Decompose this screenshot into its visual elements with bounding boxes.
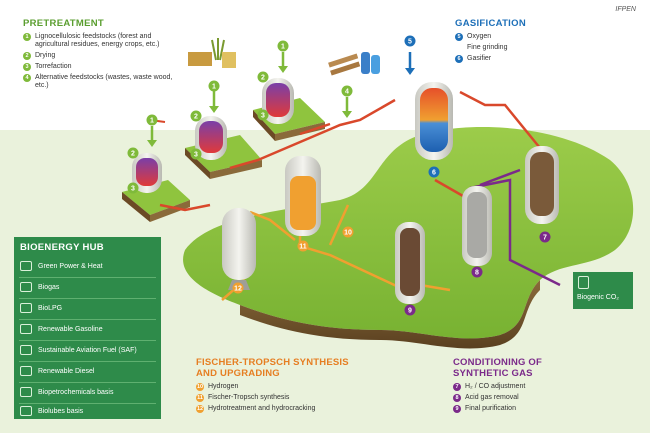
fischer-tropsch-legend: FISCHER-TROPSCH SYNTHESIS AND UPGRADING …	[196, 357, 376, 416]
power-icon	[20, 261, 32, 271]
svg-text:2: 2	[194, 114, 198, 121]
acid-gas-removal-vessel	[462, 186, 492, 266]
bioenergy-hub-panel: BIOENERGY HUB Green Power & Heat Biogas …	[14, 237, 161, 419]
dryer-torrefier-2	[195, 116, 227, 160]
marker-1a: 1	[146, 114, 158, 126]
hub-item-diesel: Renewable Diesel	[20, 363, 94, 379]
svg-text:5: 5	[408, 39, 412, 46]
marker-1b: 1	[208, 80, 220, 92]
truck-icon	[20, 366, 32, 376]
hub-item-gasoline: Renewable Gasoline	[20, 321, 103, 337]
svg-text:1: 1	[150, 118, 154, 125]
marker-1c: 1	[277, 40, 289, 52]
marker-5: 5	[404, 35, 416, 47]
dryer-torrefier-1	[132, 153, 162, 193]
hub-item-green-power: Green Power & Heat	[20, 258, 103, 274]
marker-2b: 2	[190, 110, 202, 122]
ft-title-line2: AND UPGRADING	[196, 368, 280, 379]
svg-text:3: 3	[261, 113, 265, 120]
marker-3c: 3	[257, 109, 269, 121]
svg-text:7: 7	[543, 235, 547, 242]
oxygen-arrow	[405, 52, 415, 75]
bioenergy-hub-title: BIOENERGY HUB	[20, 242, 104, 253]
marker-9: 9	[404, 304, 416, 316]
svg-text:8: 8	[475, 270, 479, 277]
credit-label: IFPEN	[615, 6, 636, 13]
svg-text:9: 9	[408, 308, 412, 315]
oil-can-icon	[20, 406, 32, 416]
marker-11: 11	[297, 240, 309, 252]
svg-text:1: 1	[212, 84, 216, 91]
hub-item-saf: Sustainable Aviation Fuel (SAF)	[20, 342, 137, 358]
hub-item-biolubes: Biolubes basis	[20, 403, 83, 419]
svg-text:12: 12	[234, 286, 242, 293]
car-icon	[20, 324, 32, 334]
final-purification-vessel	[395, 222, 425, 304]
marker-8: 8	[471, 266, 483, 278]
biomass-feedstock-icon	[188, 38, 236, 68]
svg-text:11: 11	[299, 244, 307, 251]
marker-6: 6	[428, 166, 440, 178]
marker-12: 12	[232, 282, 244, 294]
marker-2a: 2	[127, 147, 139, 159]
co2-storage-icon	[578, 276, 589, 289]
marker-3b: 3	[190, 148, 202, 160]
dryer-torrefier-3	[262, 78, 294, 124]
ft-title-line1: FISCHER-TROPSCH SYNTHESIS	[196, 357, 349, 368]
island-soil	[240, 280, 540, 349]
pretreatment-title: PRETREATMENT	[23, 18, 105, 29]
feed-arrows	[147, 52, 352, 147]
svg-text:2: 2	[131, 151, 135, 158]
svg-text:2: 2	[261, 75, 265, 82]
hub-item-biogas: Biogas	[20, 279, 59, 295]
fischer-tropsch-reactor	[285, 156, 321, 236]
hub-item-biolpg: BioLPG	[20, 300, 62, 316]
gas-icon	[20, 282, 32, 292]
marker-10: 10	[342, 226, 354, 238]
syngas-pipe	[159, 90, 541, 212]
gasification-item: Fine grinding	[467, 44, 508, 51]
h2-co-adjustment-vessel	[525, 146, 559, 224]
svg-text:6: 6	[432, 170, 436, 177]
biogenic-co2-box: Biogenic CO₂	[573, 272, 633, 309]
lpg-icon	[20, 303, 32, 313]
chemicals-icon	[20, 387, 32, 397]
marker-2c: 2	[257, 71, 269, 83]
conditioning-title-line2: SYNTHETIC GAS	[453, 368, 533, 379]
marker-7: 7	[539, 231, 551, 243]
conditioning-pipe	[469, 168, 561, 287]
marker-3a: 3	[127, 182, 139, 194]
hub-item-biopetrochemicals: Biopetrochemicals basis	[20, 384, 113, 400]
svg-text:3: 3	[131, 186, 135, 193]
gasifier	[415, 82, 453, 160]
svg-text:10: 10	[344, 230, 352, 237]
waste-wood-icon	[328, 52, 380, 76]
svg-text:3: 3	[194, 152, 198, 159]
svg-text:4: 4	[345, 89, 349, 96]
svg-text:1: 1	[281, 44, 285, 51]
marker-4: 4	[341, 85, 353, 97]
gasification-title: GASIFICATION	[455, 18, 526, 29]
conditioning-title-line1: CONDITIONING OF	[453, 357, 543, 368]
plane-icon	[20, 345, 32, 355]
